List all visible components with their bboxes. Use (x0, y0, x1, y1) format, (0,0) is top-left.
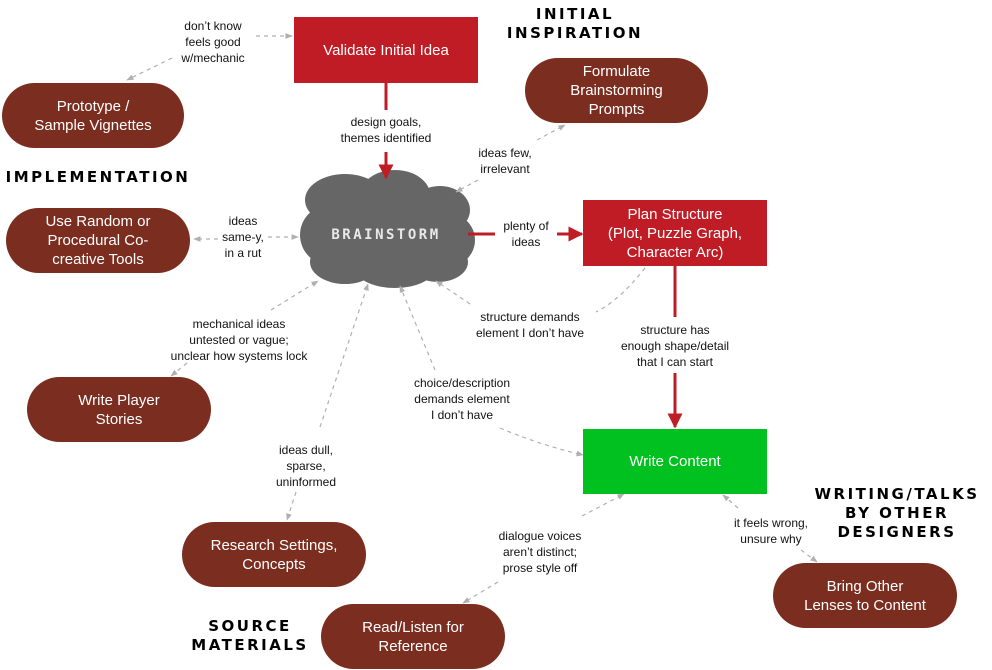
arrow-mechanical-to-cloud (270, 280, 319, 311)
research-label: Research Settings, Concepts (210, 536, 338, 573)
arrow-to-prototype (126, 57, 173, 81)
arrow-to-read-listen (462, 581, 499, 604)
player-stories-label: Write Player Stories (78, 391, 160, 428)
arrow-choice-to-cloud (399, 285, 436, 371)
edge-label-dont-know: don’t know feels good w/mechanic (181, 19, 245, 65)
section-implementation: IMPLEMENTATION (5, 168, 191, 186)
brainstorm-cloud[interactable] (300, 170, 475, 288)
edge-label-structure-demands: structure demands element I don’t have (475, 310, 585, 340)
arrow-to-other-lenses (800, 549, 818, 563)
brainstorm-label: BRAINSTORM (331, 227, 441, 243)
research-node[interactable]: Research Settings, Concepts (182, 522, 366, 587)
validate-initial-idea-node[interactable]: Validate Initial Idea (294, 17, 478, 83)
arrow-choice-to-content (499, 427, 584, 457)
arrow-ideas-dull-to-cloud (319, 283, 369, 428)
edge-label-feels-wrong: it feels wrong, unsure why (733, 516, 809, 546)
edge-label-ideas-dull: ideas dull, sparse, uninformed (275, 443, 337, 489)
edge-label-design-goals: design goals, themes identified (340, 115, 432, 145)
main-flow-arrows (378, 83, 683, 429)
arrow-structure-demands-to-cloud (435, 280, 471, 305)
plan-label: Plan Structure (Plot, Puzzle Graph, Char… (607, 205, 743, 261)
arrow-structure-demands (595, 267, 646, 313)
formulate-prompts-node[interactable]: Formulate Brainstorming Prompts (525, 58, 708, 123)
formulate-label: Formulate Brainstorming Prompts (570, 63, 663, 118)
section-source-materials: SOURCE MATERIALS (191, 617, 309, 654)
arrow-ideas-few-to-cloud (455, 179, 479, 193)
edge-label-ideas-few: ideas few, irrelevant (478, 146, 532, 176)
section-initial-inspiration: INITIAL INSPIRATION (506, 5, 644, 42)
arrow-feels-wrong-to-content (722, 494, 739, 509)
plan-structure-node[interactable]: Plan Structure (Plot, Puzzle Graph, Char… (583, 200, 767, 266)
other-lenses-label: Bring Other Lenses to Content (804, 577, 926, 614)
other-lenses-node[interactable]: Bring Other Lenses to Content (773, 563, 957, 628)
feedback-arrows (126, 33, 818, 604)
read-listen-label: Read/Listen for Reference (362, 618, 464, 655)
prototype-label: Prototype / Sample Vignettes (34, 97, 152, 134)
read-listen-node[interactable]: Read/Listen for Reference (321, 604, 505, 669)
prototype-node[interactable]: Prototype / Sample Vignettes (2, 83, 184, 148)
arrow-dialogue-to-content (581, 493, 625, 517)
write-content-node[interactable]: Write Content (583, 429, 767, 494)
write-content-label: Write Content (629, 453, 721, 470)
edge-label-plenty: plenty of ideas (503, 219, 549, 249)
edge-label-dialogue: dialogue voices aren’t distinct; prose s… (498, 529, 582, 575)
player-stories-node[interactable]: Write Player Stories (27, 377, 211, 442)
edge-label-structure-has: structure has enough shape/detail that I… (620, 323, 730, 369)
random-tools-label: Use Random or Procedural Co- creative To… (45, 213, 151, 268)
validate-label: Validate Initial Idea (323, 41, 449, 59)
arrow-to-research (286, 491, 297, 521)
edge-label-choice-desc: choice/description demands element I don… (413, 376, 511, 422)
arrow-to-formulate (536, 124, 566, 141)
random-tools-node[interactable]: Use Random or Procedural Co- creative To… (6, 208, 190, 273)
edge-label-same-y: ideas same-y, in a rut (222, 214, 264, 260)
edge-label-mechanical: mechanical ideas untested or vague; uncl… (170, 317, 308, 363)
section-writing-talks: WRITING/TALKS BY OTHER DESIGNERS (814, 485, 980, 541)
arrow-to-player-stories (170, 362, 188, 377)
